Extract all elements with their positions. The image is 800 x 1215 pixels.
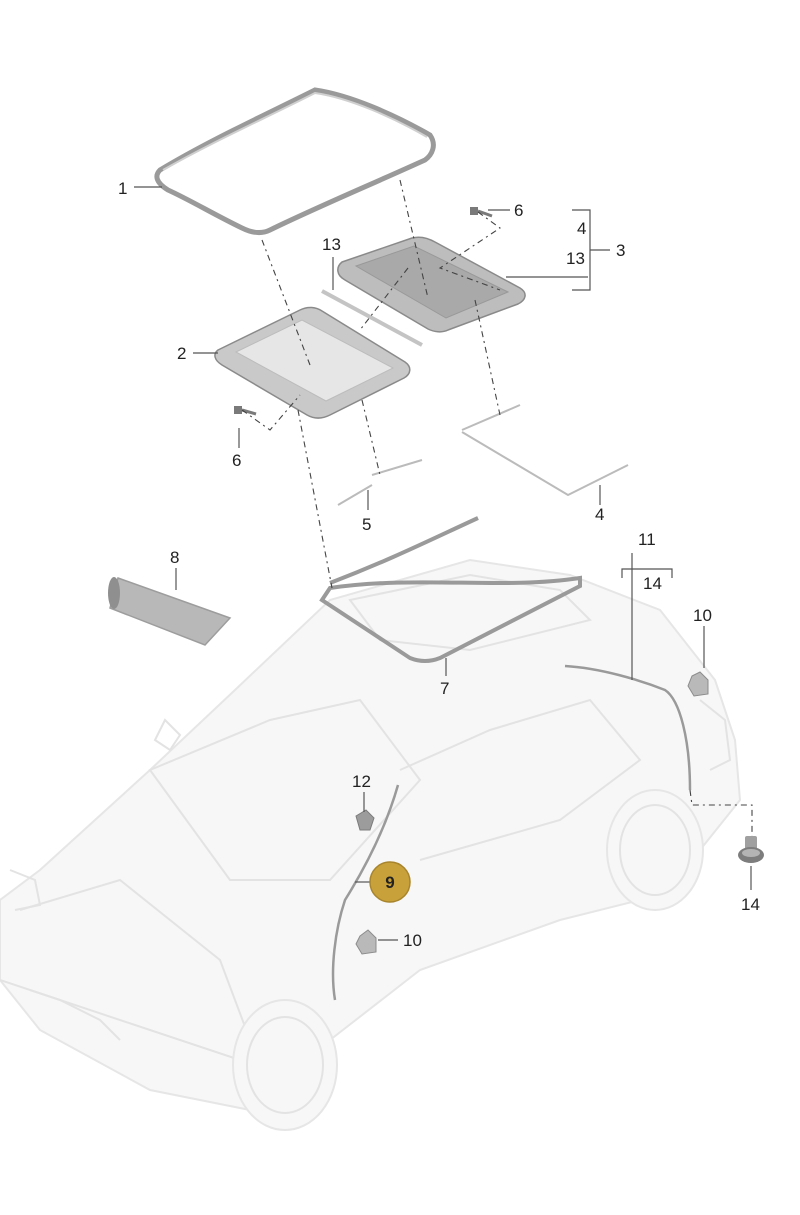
callout-6-bottom[interactable]: 6 xyxy=(232,451,241,470)
vehicle-silhouette xyxy=(0,558,742,1131)
callout-labels: 1 2 3 4 13 4 5 6 6 7 8 10 10 11 14 12 13… xyxy=(118,179,760,950)
callout-5[interactable]: 5 xyxy=(362,515,371,534)
part-10-clip-rear[interactable] xyxy=(687,671,709,697)
callout-14[interactable]: 14 xyxy=(741,895,760,914)
callout-11[interactable]: 11 xyxy=(638,530,656,549)
part-7-seal[interactable] xyxy=(319,575,582,663)
part-8-tube[interactable] xyxy=(108,577,232,646)
callout-6-top[interactable]: 6 xyxy=(514,201,523,220)
callout-3-sub-13[interactable]: 13 xyxy=(566,249,585,268)
part-5-strip[interactable] xyxy=(337,484,373,506)
callout-3-sub-4[interactable]: 4 xyxy=(577,219,586,238)
callout-12[interactable]: 12 xyxy=(352,772,371,791)
callout-10-front[interactable]: 10 xyxy=(403,931,422,950)
hotspot-9-badge[interactable]: 9 xyxy=(369,861,411,903)
callout-2[interactable]: 2 xyxy=(177,344,186,363)
drain-hose-rear[interactable] xyxy=(564,664,692,791)
part-10-clip-front[interactable] xyxy=(355,929,377,955)
callout-10-rear[interactable]: 10 xyxy=(693,606,712,625)
part-2-front-glass[interactable] xyxy=(214,306,411,419)
part-6-screw-top[interactable] xyxy=(470,207,493,218)
hotspot-9-circle[interactable] xyxy=(369,861,411,903)
callout-4[interactable]: 4 xyxy=(595,505,604,524)
part-1-frame[interactable] xyxy=(154,87,436,236)
alignment-lines xyxy=(241,179,753,836)
callout-8[interactable]: 8 xyxy=(170,548,179,567)
part-3-rear-panel[interactable] xyxy=(337,236,526,333)
callout-11-sub-14[interactable]: 14 xyxy=(643,574,662,593)
part-6-screw-bottom[interactable] xyxy=(234,406,257,416)
part-14-grommet[interactable] xyxy=(738,836,764,863)
part-13-strip[interactable] xyxy=(321,289,423,347)
callout-7[interactable]: 7 xyxy=(440,679,449,698)
leader-lines xyxy=(134,186,752,941)
drain-hose-front[interactable] xyxy=(331,784,400,1001)
hotspot-9-label[interactable]: 9 xyxy=(385,873,394,892)
part-4-strip-rear[interactable] xyxy=(461,404,521,431)
part-7-seal-top[interactable] xyxy=(329,516,479,585)
callout-1[interactable]: 1 xyxy=(118,179,127,198)
part-5-strip-2[interactable] xyxy=(371,459,423,476)
part-4-strip-long[interactable] xyxy=(461,431,629,497)
callout-13[interactable]: 13 xyxy=(322,235,341,254)
callout-3[interactable]: 3 xyxy=(616,241,625,260)
